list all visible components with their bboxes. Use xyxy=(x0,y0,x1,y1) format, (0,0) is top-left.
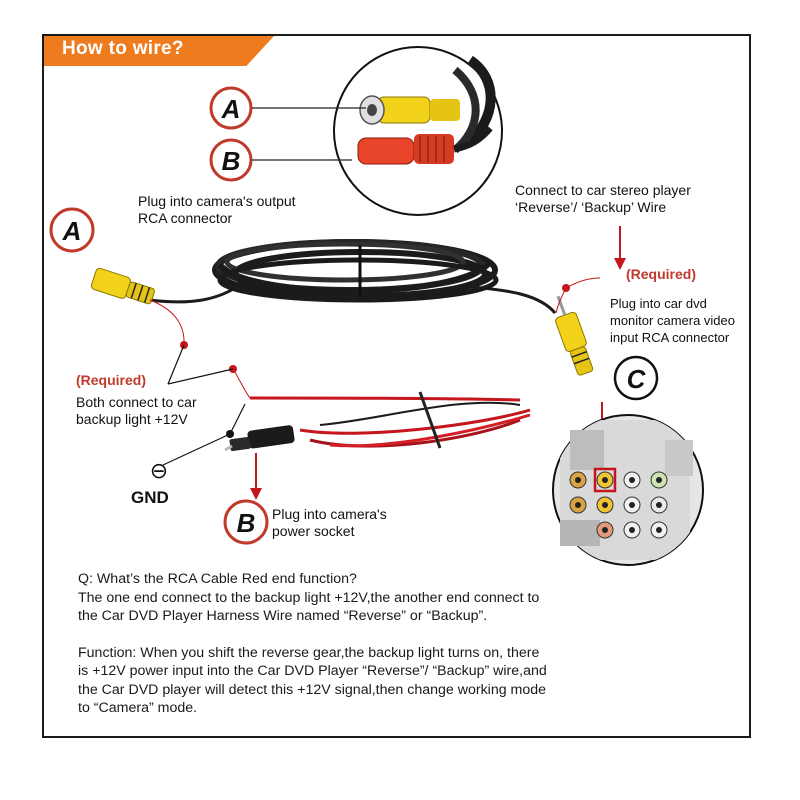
label-required-right: (Required) xyxy=(626,266,696,282)
label-required-left: (Required) xyxy=(76,372,146,388)
rca-socket-grid xyxy=(569,471,668,539)
page-title: How to wire? xyxy=(62,38,184,59)
qa-answer-line-1: The one end connect to the backup light … xyxy=(78,589,540,606)
qa-function-label: Function xyxy=(78,644,133,661)
qa-function-line-1: Function: When you shift the reverse gea… xyxy=(78,644,738,663)
label-gnd: GND xyxy=(131,488,169,507)
label-stereo-reverse-line-2: ‘Reverse’/ ‘Backup’ Wire xyxy=(515,199,667,215)
label-power-socket-line-2: power socket xyxy=(272,523,355,539)
qa-block: Q: What’s the RCA Cable Red end function… xyxy=(78,570,738,718)
qa-function-line-3: the Car DVD player will detect this +12V… xyxy=(78,681,547,698)
label-backup-light: Both connect to car backup light +12V xyxy=(76,394,197,428)
dvd-panel-closeup xyxy=(552,414,704,566)
label-dvd-input-line-2: monitor camera video xyxy=(610,313,735,328)
callout-a-left xyxy=(49,207,95,253)
label-stereo-reverse: Connect to car stereo player ‘Reverse’/ … xyxy=(515,182,691,216)
callout-b-bottom xyxy=(223,499,269,545)
callout-a-top xyxy=(209,86,366,130)
left-yellow-connector xyxy=(90,267,155,305)
header-band xyxy=(44,36,274,66)
label-camera-output-line-1: Plug into camera's output xyxy=(138,193,296,209)
callout-b-top xyxy=(209,138,352,182)
closeup-black-cable-2 xyxy=(452,66,480,154)
callout-a-left-letter: A xyxy=(62,216,82,246)
callout-c-letter: C xyxy=(627,364,647,394)
callout-b-bottom-letter: B xyxy=(237,508,256,538)
qa-answer-line-2: the Car DVD Player Harness Wire named “R… xyxy=(78,608,488,624)
black-cable-coil xyxy=(149,239,557,314)
label-camera-output-line-2: RCA connector xyxy=(138,210,233,226)
qa-function-text-1: : When you shift the reverse gear,the ba… xyxy=(132,644,540,661)
label-stereo-reverse-line-1: Connect to car stereo player xyxy=(515,182,691,198)
label-dvd-input-line-3: input RCA connector xyxy=(610,330,730,345)
label-backup-light-line-2: backup light +12V xyxy=(76,411,188,427)
label-power-socket-line-1: Plug into camera's xyxy=(272,506,387,522)
qa-function-line-2: is +12V power input into the Car DVD Pla… xyxy=(78,663,547,679)
label-power-socket: Plug into camera's power socket xyxy=(272,506,387,540)
qa-function-line-4: to “Camera” mode. xyxy=(78,700,198,716)
label-dvd-input-line-1: Plug into car dvd xyxy=(610,296,707,311)
required-markers xyxy=(149,277,601,466)
callout-a-top-letter: A xyxy=(221,94,241,124)
red-power-wire xyxy=(224,391,531,452)
connector-closeup xyxy=(333,46,503,216)
closeup-black-cable xyxy=(466,55,496,144)
callout-b-top-letter: B xyxy=(222,146,241,176)
closeup-yellow-connector xyxy=(359,95,460,125)
label-camera-output: Plug into camera's output RCA connector xyxy=(138,193,296,227)
closeup-circle xyxy=(333,46,503,216)
right-yellow-connector xyxy=(555,295,594,376)
callout-c-right xyxy=(613,355,659,401)
closeup-red-connector xyxy=(357,125,493,165)
label-backup-light-line-1: Both connect to car xyxy=(76,394,197,410)
label-dvd-input: Plug into car dvd monitor camera video i… xyxy=(610,295,735,346)
qa-question: Q: What’s the RCA Cable Red end function… xyxy=(78,571,357,587)
gnd-minus-icon: ⊖ xyxy=(150,459,168,484)
